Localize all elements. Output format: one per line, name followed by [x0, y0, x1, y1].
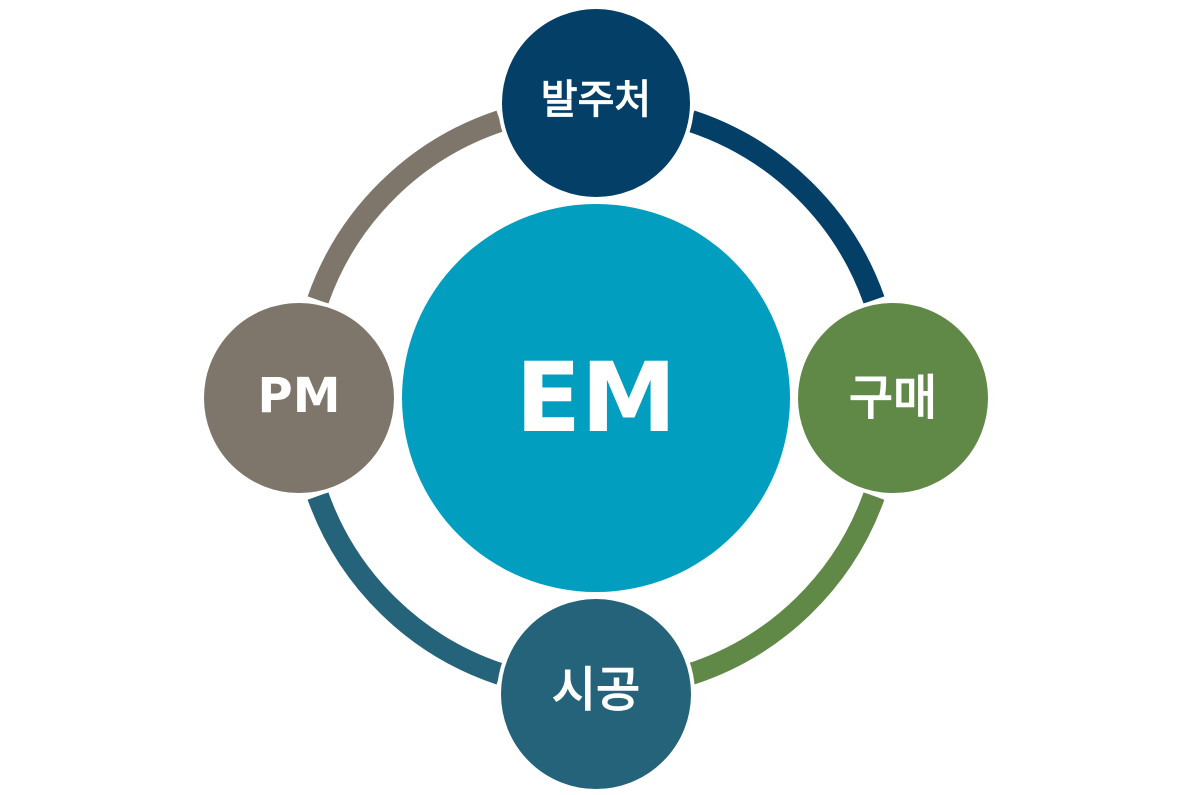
node-bottom-circle: [497, 595, 695, 793]
center-node: EM: [402, 204, 790, 592]
arc-bottom-to-left: [307, 492, 504, 685]
arc-left-to-top: [307, 110, 504, 304]
node-right-circle: [794, 299, 992, 497]
node-bottom-label: 시공: [552, 662, 640, 718]
node-top: 발주처: [498, 5, 694, 201]
arc-top-to-right: [687, 110, 885, 304]
node-right: 구매: [794, 299, 992, 497]
center-circle: [402, 204, 790, 592]
arc-right-to-bottom: [687, 492, 885, 685]
node-bottom: 시공: [497, 595, 695, 793]
node-left-label: PM: [258, 368, 341, 424]
connector-ring: [307, 110, 885, 685]
node-left: PM: [200, 299, 398, 497]
node-top-label: 발주처: [541, 77, 651, 123]
node-top-circle: [498, 5, 694, 201]
center-label: EM: [515, 342, 676, 454]
node-right-label: 구매: [849, 370, 937, 426]
node-left-circle: [200, 299, 398, 497]
